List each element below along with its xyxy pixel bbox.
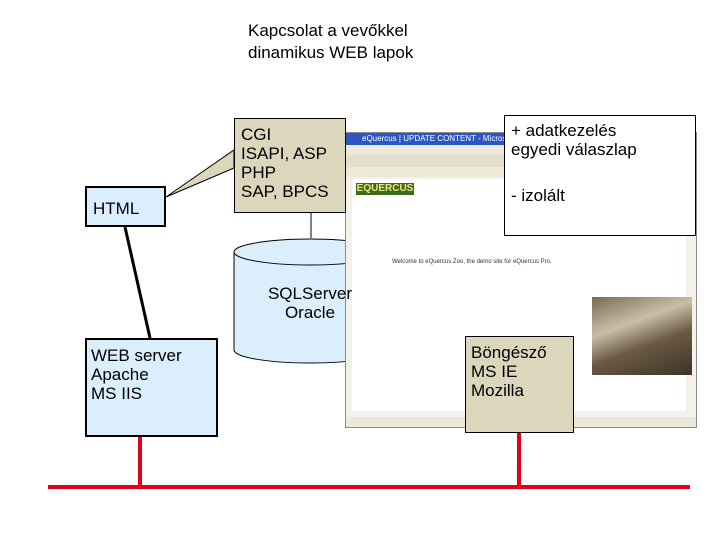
web-server-node: WEB server Apache MS IIS [85, 338, 218, 437]
cgi-callout-pointer [166, 150, 234, 197]
browser-label: Böngésző MS IE Mozilla [471, 343, 547, 400]
screenshot-heading: Welcome to eQuercus Zoo, the demo site f… [392, 259, 552, 266]
html-webserver-connector [125, 227, 150, 338]
html-node: HTML [85, 186, 166, 227]
isolated-label: - izolált [511, 186, 565, 205]
web-server-label: WEB server Apache MS IIS [91, 346, 182, 403]
database-label: SQLServer Oracle [234, 284, 386, 322]
screenshot-logo: EQUERCUS [356, 183, 414, 195]
data-handling-note: + adatkezelés egyedi válaszlap - izolált [504, 115, 696, 236]
data-handling-label: + adatkezelés egyedi válaszlap [511, 121, 637, 159]
html-label: HTML [93, 199, 139, 218]
cgi-callout: CGI ISAPI, ASP PHP SAP, BPCS [234, 118, 346, 213]
cgi-label: CGI ISAPI, ASP PHP SAP, BPCS [241, 125, 329, 201]
diagram-title: Kapcsolat a vevőkkel dinamikus WEB lapok [248, 20, 413, 64]
wolf-photo [592, 297, 692, 375]
browser-node: Böngésző MS IE Mozilla [465, 336, 574, 433]
